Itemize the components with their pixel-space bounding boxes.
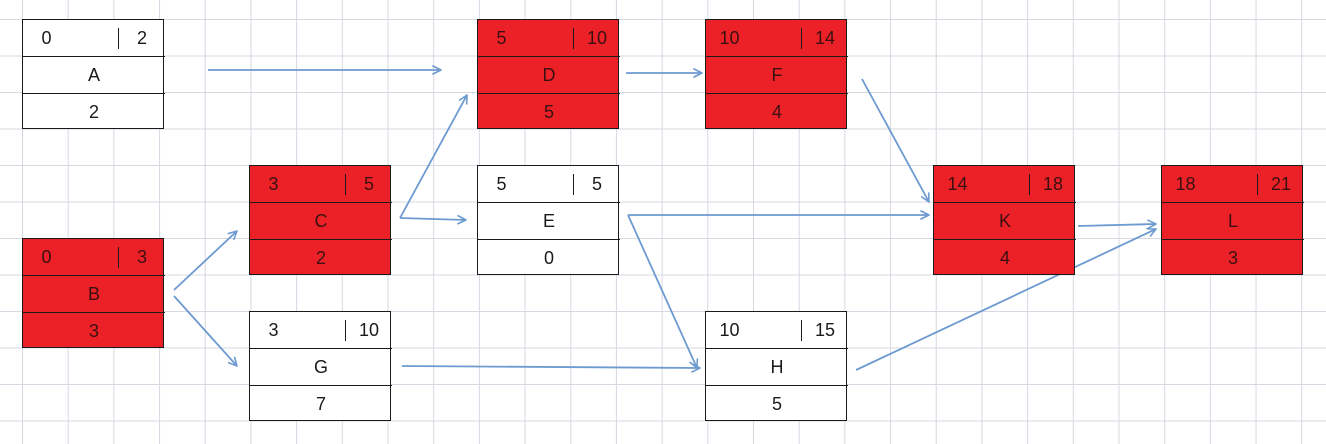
node-finish-time: 14 bbox=[801, 27, 848, 49]
node-start-time: 3 bbox=[268, 319, 279, 340]
node-top-row: 5 10 bbox=[478, 20, 620, 56]
node-activity-name: H bbox=[706, 348, 848, 385]
node-finish-time: 3 bbox=[118, 246, 165, 268]
node-finish-time: 18 bbox=[1029, 173, 1076, 195]
arrow-b-to-c bbox=[173, 230, 238, 291]
node-start-time: 14 bbox=[947, 173, 968, 194]
node-duration: 3 bbox=[1162, 239, 1304, 276]
node-duration: 4 bbox=[706, 93, 848, 130]
node-top-row: 10 14 bbox=[706, 20, 848, 56]
node-start-time: 18 bbox=[1175, 173, 1196, 194]
node-duration: 3 bbox=[23, 312, 165, 349]
node-activity-name: L bbox=[1162, 202, 1304, 239]
node-start-time: 3 bbox=[268, 173, 279, 194]
node-start-time: 0 bbox=[41, 246, 52, 267]
node-start-time: 5 bbox=[496, 173, 507, 194]
arrow-g-to-h bbox=[401, 363, 701, 373]
node-activity-name: C bbox=[250, 202, 392, 239]
node-duration: 2 bbox=[23, 93, 165, 130]
node-activity-name: E bbox=[478, 202, 620, 239]
node-finish-time: 5 bbox=[573, 173, 620, 195]
node-activity-name: D bbox=[478, 56, 620, 93]
node-duration: 5 bbox=[706, 385, 848, 422]
arrow-e-to-h bbox=[627, 214, 699, 369]
node-finish-time: 5 bbox=[345, 173, 392, 195]
arrow-c-to-d bbox=[399, 94, 468, 219]
node-finish-time: 2 bbox=[118, 27, 165, 49]
arrow-b-to-g bbox=[173, 295, 238, 367]
node-duration: 4 bbox=[934, 239, 1076, 276]
node-activity-name: G bbox=[250, 348, 392, 385]
node-start-time: 0 bbox=[41, 27, 52, 48]
node-finish-time: 10 bbox=[573, 27, 620, 49]
node-duration: 2 bbox=[250, 239, 392, 276]
node-duration: 7 bbox=[250, 385, 392, 422]
node-start-time: 10 bbox=[719, 27, 740, 48]
node-top-row: 3 10 bbox=[250, 312, 392, 348]
node-start-time: 5 bbox=[496, 27, 507, 48]
arrow-f-to-k bbox=[861, 78, 930, 203]
node-top-row: 10 15 bbox=[706, 312, 848, 348]
node-start-time: 10 bbox=[719, 319, 740, 340]
node-activity-name: A bbox=[23, 56, 165, 93]
node-duration: 0 bbox=[478, 239, 620, 276]
node-activity-name: F bbox=[706, 56, 848, 93]
node-activity-name: K bbox=[934, 202, 1076, 239]
node-finish-time: 10 bbox=[345, 319, 392, 341]
node-activity-name: B bbox=[23, 275, 165, 312]
node-top-row: 14 18 bbox=[934, 166, 1076, 202]
arrow-c-to-e bbox=[399, 214, 467, 225]
node-finish-time: 15 bbox=[801, 319, 848, 341]
arrow-k-to-l bbox=[1077, 219, 1157, 230]
node-finish-time: 21 bbox=[1257, 173, 1304, 195]
node-duration: 5 bbox=[478, 93, 620, 130]
